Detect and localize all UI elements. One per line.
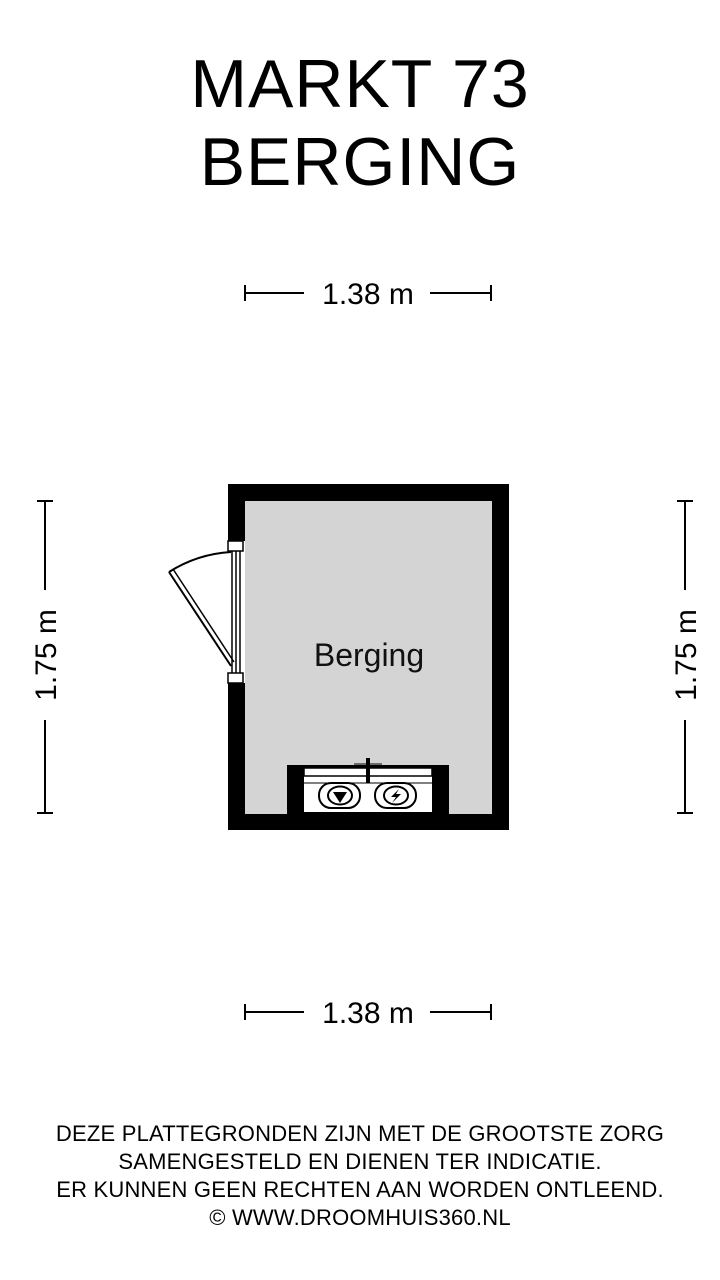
dimension-top-label: 1.38 m [322,278,414,311]
dimension-right: 1.75 m [670,500,703,814]
disclaimer-line-4: © WWW.DROOMHUIS360.NL [209,1205,511,1230]
dimension-left-label: 1.75 m [30,609,63,701]
disclaimer-line-1: DEZE PLATTEGRONDEN ZIJN MET DE GROOTSTE … [55,1121,665,1146]
dimension-bottom-label: 1.38 m [322,997,414,1030]
meter-cupboard [287,758,449,814]
disclaimer: DEZE PLATTEGRONDEN ZIJN MET DE GROOTSTE … [0,1120,720,1232]
room-berging: Berging [168,484,509,830]
dimension-left: 1.75 m [30,500,63,814]
dimension-bottom: 1.38 m [244,997,492,1030]
disclaimer-line-2: SAMENGESTELD EN DIENEN TER INDICATIE. [118,1149,602,1174]
electricity-meter-icon [374,782,417,809]
dimension-top: 1.38 m [244,278,492,311]
water-meter-icon [318,782,361,809]
disclaimer-line-3: ER KUNNEN GEEN RECHTEN AAN WORDEN ONTLEE… [56,1177,664,1202]
room-label: Berging [314,637,424,673]
door-swing [168,551,235,667]
title-line-1: MARKT 73 [190,46,530,122]
title-line-2: BERGING [199,124,521,200]
dimension-right-label: 1.75 m [670,609,703,701]
